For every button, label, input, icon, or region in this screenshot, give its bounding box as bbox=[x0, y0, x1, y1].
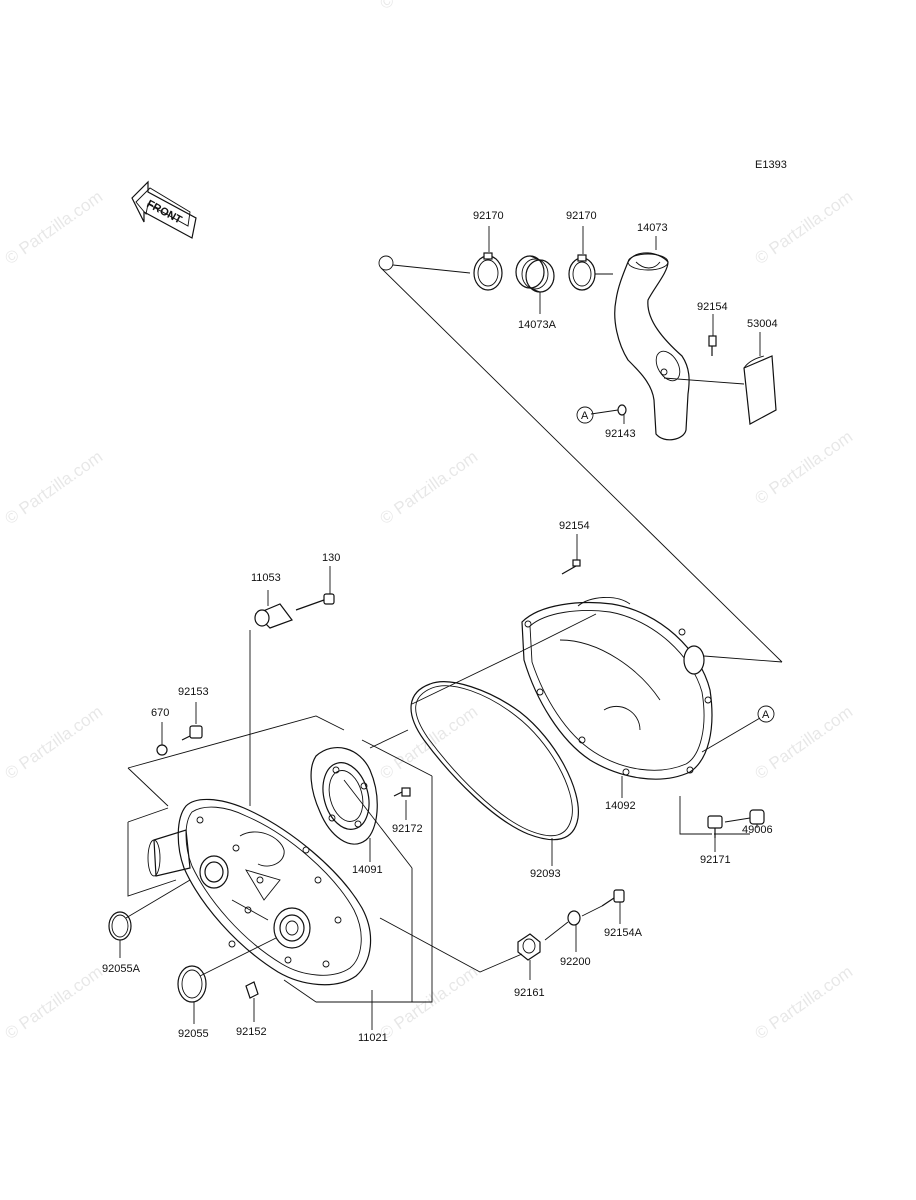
watermark: © Partzilla.com bbox=[376, 0, 481, 13]
svg-text:A: A bbox=[581, 410, 589, 422]
bolt-92153 bbox=[181, 702, 203, 741]
gasket-92093 bbox=[410, 681, 579, 866]
plug-92152 bbox=[245, 981, 259, 1022]
label-130: 130 bbox=[322, 552, 340, 564]
label-92200: 92200 bbox=[560, 956, 591, 968]
washer-670 bbox=[156, 722, 168, 756]
washer-92200 bbox=[544, 910, 581, 952]
label-92171: 92171 bbox=[700, 854, 731, 866]
label-92154-mid: 92154 bbox=[559, 520, 590, 532]
watermark: © Partzilla.com bbox=[376, 702, 481, 783]
label-14091: 14091 bbox=[352, 864, 383, 876]
front-arrow-icon: FRONT bbox=[131, 180, 197, 239]
callout-a-cover: A bbox=[757, 705, 775, 723]
screw-92154-mid bbox=[561, 534, 581, 575]
label-14092: 14092 bbox=[605, 800, 636, 812]
clamp-92170-left bbox=[473, 226, 503, 291]
bracket-11053 bbox=[249, 590, 293, 806]
label-670: 670 bbox=[151, 707, 169, 719]
label-92170-left: 92170 bbox=[473, 210, 504, 222]
grommet-92161 bbox=[379, 917, 541, 980]
watermark: © Partzilla.com bbox=[751, 427, 856, 508]
bracket-92171 bbox=[679, 796, 750, 835]
nut-92143 bbox=[590, 404, 627, 424]
reference-lines bbox=[378, 255, 783, 663]
bolt-92154A bbox=[581, 889, 625, 924]
label-14073: 14073 bbox=[637, 222, 668, 234]
bolt-130 bbox=[295, 566, 335, 611]
label-92143: 92143 bbox=[605, 428, 636, 440]
label-92093: 92093 bbox=[530, 868, 561, 880]
label-11053: 11053 bbox=[251, 572, 281, 584]
sleeve-14073A bbox=[515, 255, 555, 314]
svg-text:A: A bbox=[762, 709, 770, 721]
cover-14092 bbox=[521, 597, 761, 798]
watermark: © Partzilla.com bbox=[376, 447, 481, 528]
watermark: © Partzilla.com bbox=[751, 962, 856, 1043]
label-92055A: 92055A bbox=[102, 963, 141, 975]
watermark: © Partzilla.com bbox=[1, 187, 106, 268]
bolt-92171 bbox=[707, 815, 723, 852]
watermark: © Partzilla.com bbox=[751, 187, 856, 268]
label-92154-top: 92154 bbox=[697, 301, 728, 313]
plate-14091 bbox=[310, 747, 378, 862]
label-92154A: 92154A bbox=[604, 927, 643, 939]
label-11021: 11021 bbox=[358, 1032, 388, 1044]
cover-11021 bbox=[147, 798, 372, 986]
screw-92154-top bbox=[708, 314, 717, 356]
plug-49006 bbox=[724, 809, 765, 828]
watermark: © Partzilla.com bbox=[376, 962, 481, 1043]
label-49006: 49006 bbox=[742, 824, 773, 836]
inner-cover-brackets bbox=[127, 715, 433, 1030]
oring-92055A bbox=[108, 879, 191, 958]
watermark: © Partzilla.com bbox=[1, 447, 106, 528]
label-92152: 92152 bbox=[236, 1026, 267, 1038]
oring-92055 bbox=[177, 937, 277, 1024]
duct-14073 bbox=[614, 236, 690, 441]
reference-circle-icon bbox=[378, 255, 394, 271]
diagram-code: E1393 bbox=[755, 159, 787, 171]
watermarks: © Partzilla.com © Partzilla.com © Partzi… bbox=[1, 0, 856, 1043]
label-53004: 53004 bbox=[747, 318, 778, 330]
assembly-lines bbox=[369, 613, 597, 749]
watermark: © Partzilla.com bbox=[1, 702, 106, 783]
bolt-92172 bbox=[393, 787, 411, 820]
plate-53004 bbox=[663, 332, 777, 425]
clamp-92170-right bbox=[568, 226, 613, 291]
label-92153: 92153 bbox=[178, 686, 209, 698]
label-92055: 92055 bbox=[178, 1028, 209, 1040]
label-92170-right: 92170 bbox=[566, 210, 597, 222]
label-92172: 92172 bbox=[392, 823, 423, 835]
watermark: © Partzilla.com bbox=[1, 962, 106, 1043]
label-14073A: 14073A bbox=[518, 319, 557, 331]
callout-a-top: A bbox=[576, 406, 594, 424]
label-92161: 92161 bbox=[514, 987, 545, 999]
